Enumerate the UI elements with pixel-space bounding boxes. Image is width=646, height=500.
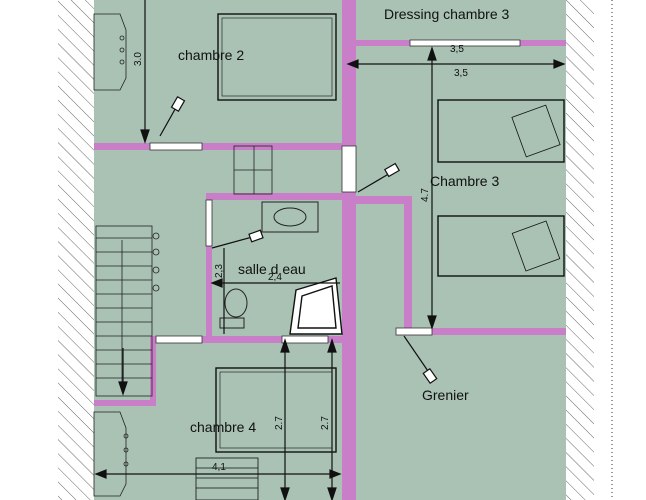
staircase — [95, 225, 160, 397]
dim-chambre-3-height: 4.7 — [420, 188, 431, 202]
room-label-chambre-3: Chambre 3 — [430, 173, 499, 189]
door-openings — [149, 39, 521, 344]
bathtub — [289, 277, 343, 335]
door-arrows — [159, 95, 438, 385]
floor-landing — [94, 150, 342, 196]
bed-chambre-2 — [217, 13, 337, 101]
room-label-dressing: Dressing chambre 3 — [384, 6, 509, 22]
room-label-chambre-4: chambre 4 — [190, 419, 256, 435]
dimension-box — [195, 457, 259, 500]
dim-salle-eau-height: 2,3 — [214, 264, 225, 278]
dimension-lines — [94, 0, 566, 500]
dim-chambre-3-width: 3,5 — [454, 68, 468, 79]
floor-dressing — [356, 0, 566, 40]
dim-chambre-4-height-a: 2.7 — [274, 416, 285, 430]
roof-hatch-right — [566, 0, 594, 500]
room-label-chambre-2: chambre 2 — [178, 47, 244, 63]
bed-chambre-3-bottom — [437, 215, 565, 277]
dim-chambre-2-height: 3.0 — [133, 52, 144, 66]
dim-chambre-3-width-top: 3,5 — [450, 44, 464, 55]
dim-salle-eau-width: 2,4 — [268, 272, 282, 283]
room-label-grenier: Grenier — [422, 387, 469, 403]
toilet — [219, 288, 248, 329]
washbasin — [261, 201, 319, 233]
landing-steps — [233, 145, 273, 195]
roof-hatch-left — [58, 0, 94, 500]
dim-chambre-4-height-b: 2.7 — [320, 416, 331, 430]
floor-grenier — [356, 206, 566, 500]
room-label-salle-eau: salle d eau — [238, 261, 306, 277]
radiator-chambre-4 — [93, 411, 129, 497]
radiator-chambre-2 — [93, 13, 127, 91]
dim-chambre-4-width: 4,1 — [212, 462, 226, 473]
bed-chambre-3-top — [437, 99, 565, 163]
